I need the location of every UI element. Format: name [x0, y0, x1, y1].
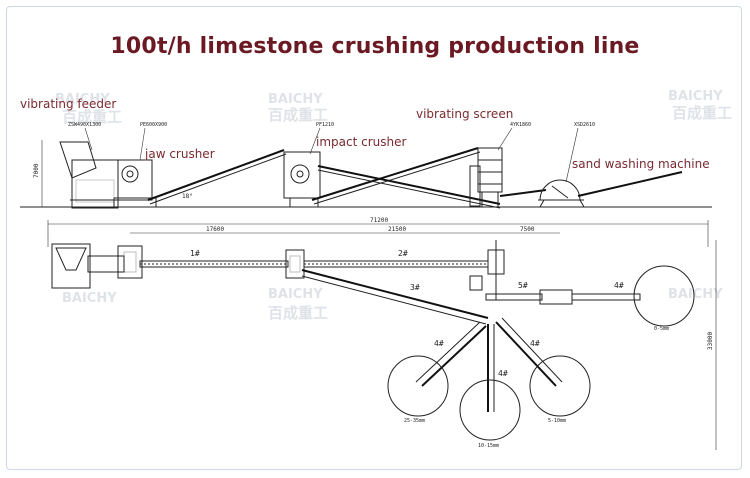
watermark-cjk-3: 百成重工 [672, 104, 732, 122]
impact-plan [285, 249, 305, 279]
pile-0-5 [633, 265, 695, 327]
watermark-group: BAICHY BAICHY BAICHY BAICHY BAICHY BAICH… [55, 89, 732, 322]
watermark-latin-2: BAICHY [268, 92, 323, 107]
conveyor-4-center-plan [487, 324, 495, 412]
vibrating-feeder-label: vibrating feeder [20, 97, 117, 111]
watermark-latin-5: BAICHY [268, 287, 323, 302]
conveyor-4-left-plan [415, 321, 487, 387]
pile-25-35-label: 25-35mm [404, 418, 425, 424]
conveyor-3-label: 3# [410, 283, 420, 292]
jaw-leader [139, 127, 146, 161]
seg3-dim-text: 7500 [520, 226, 535, 233]
impact-model-code: PF1210 [316, 122, 334, 128]
screen-plan [487, 240, 505, 300]
conveyor-5-label: 5# [518, 281, 528, 290]
pile-0-5-label: 0-5mm [654, 326, 669, 332]
vibrating-feeder-machine [59, 141, 120, 209]
pile-25-35 [387, 355, 449, 417]
side-elevation: 7000 ZSW490X1300 PE600X900 18° [20, 122, 712, 209]
conveyor-final-side [577, 171, 683, 197]
watermark-latin-4: BAICHY [62, 291, 117, 306]
conveyor-4-left-label: 4# [434, 339, 444, 348]
conveyor-4-rightfan-plan [495, 317, 563, 387]
jaw-model-code: PE600X900 [140, 122, 167, 128]
conveyor-4-right-plan [571, 293, 641, 301]
watermark-latin-1: BAICHY [55, 92, 110, 107]
conveyor-2-label: 2# [398, 249, 408, 258]
pile-5-10 [529, 355, 591, 417]
watermark-latin-3: BAICHY [668, 89, 723, 104]
impact-crusher-machine [283, 151, 321, 208]
seg1-dim-text: 17600 [206, 226, 224, 233]
jaw-crusher-machine [113, 159, 157, 208]
pile-5-10-label: 5-10mm [548, 418, 566, 424]
pile-10-15-label: 10-15mm [478, 443, 499, 449]
watermark-cjk-2: 百成重工 [268, 106, 328, 124]
conveyor-1-plan [139, 260, 289, 268]
impact-crusher-label: impact crusher [316, 135, 407, 149]
feeder-plan [51, 243, 125, 289]
conveyor-4-center-label: 4# [498, 369, 508, 378]
jaw-crusher-label: jaw crusher [145, 147, 215, 161]
conveyor-2-plan [303, 260, 489, 268]
washer-model-code: XSD2610 [574, 122, 595, 128]
plan-view: 71200 17600 21500 7500 33000 1# [47, 217, 717, 450]
screen-leader [497, 127, 513, 151]
conveyor-4-rightfan-label: 4# [530, 339, 540, 348]
conveyor-5-side [499, 189, 547, 197]
conveyor-3-plan [301, 269, 489, 325]
sand-washing-machine-label: sand washing machine [572, 157, 710, 171]
conveyor-5-plan [485, 289, 573, 305]
image-frame [6, 6, 742, 470]
small-hopper-plan [469, 275, 483, 291]
pile-10-15 [459, 379, 521, 441]
watermark-cjk-1: 百成重工 [62, 108, 122, 126]
sand-washing-machine-unit [538, 179, 585, 208]
vibrating-screen-label: vibrating screen [416, 107, 514, 121]
feeder-leader [84, 127, 93, 151]
angle-dim-text: 18° [182, 193, 193, 200]
height-dim-text: 7000 [33, 163, 40, 178]
conveyor-1-label: 1# [190, 249, 200, 258]
conveyor-4-right-label: 4# [614, 281, 624, 290]
seg2-dim-text: 21500 [388, 226, 406, 233]
watermark-cjk-4: 百成重工 [268, 304, 328, 322]
conveyor-2-side [311, 147, 479, 201]
washer-leader [565, 127, 579, 183]
feeder-model-code: ZSW490X1300 [68, 122, 101, 128]
watermark-latin-6: BAICHY [668, 287, 723, 302]
screen-model-code: 4YK1860 [510, 122, 531, 128]
impact-leader [309, 127, 321, 155]
jaw-plan [117, 245, 143, 279]
vibrating-screen-machine [469, 147, 503, 207]
conveyor-3-side [317, 165, 501, 205]
side-dim-text: 33000 [707, 332, 714, 350]
conveyor-1-side [147, 149, 285, 201]
page-title: 100t/h limestone crushing production lin… [110, 34, 640, 59]
total-dim-text: 71200 [370, 217, 388, 224]
